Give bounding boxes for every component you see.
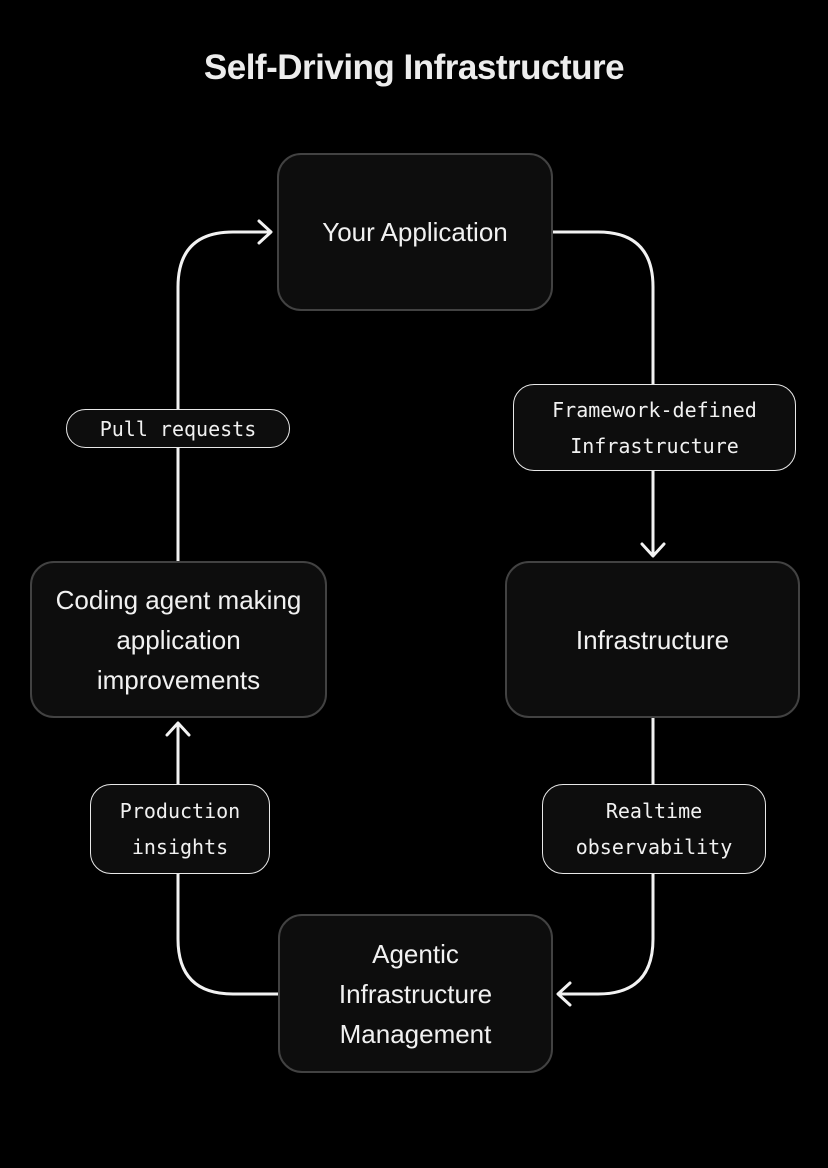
node-coding-agent: Coding agent making application improvem… [30,561,327,718]
diagram-title: Self-Driving Infrastructure [203,48,625,87]
arrowhead-down-icon [640,542,666,558]
arrowhead-left-icon [556,981,572,1007]
arrow-your-application-to-infrastructure [551,230,655,555]
edge-label-framework-defined-infrastructure: Framework-defined Infrastructure [513,384,796,471]
node-label: Coding agent making application improvem… [55,584,302,695]
arrow-coding-agent-to-your-application [176,230,270,563]
node-label: Your Application [322,217,508,247]
arrow-infrastructure-to-agentic-management [559,716,655,996]
arrow-agentic-management-to-coding-agent [176,724,280,996]
arrowhead-up-icon [165,721,191,737]
edge-label-pull-requests: Pull requests [66,409,290,448]
node-label: Agentic Infrastructure Management [338,938,493,1049]
arrowhead-right-icon [257,219,273,245]
edge-label-realtime-observability: Realtime observability [542,784,766,874]
edge-label-text: Production insights [119,799,241,859]
edge-label-text: Realtime observability [575,799,733,859]
node-your-application: Your Application [277,153,553,311]
node-label: Infrastructure [575,624,730,655]
edge-label-text: Framework-defined Infrastructure [552,397,757,458]
edge-label-text: Pull requests [99,416,257,441]
node-agentic-infrastructure-management: Agentic Infrastructure Management [278,914,553,1073]
edge-label-production-insights: Production insights [90,784,270,874]
node-infrastructure: Infrastructure [505,561,800,718]
